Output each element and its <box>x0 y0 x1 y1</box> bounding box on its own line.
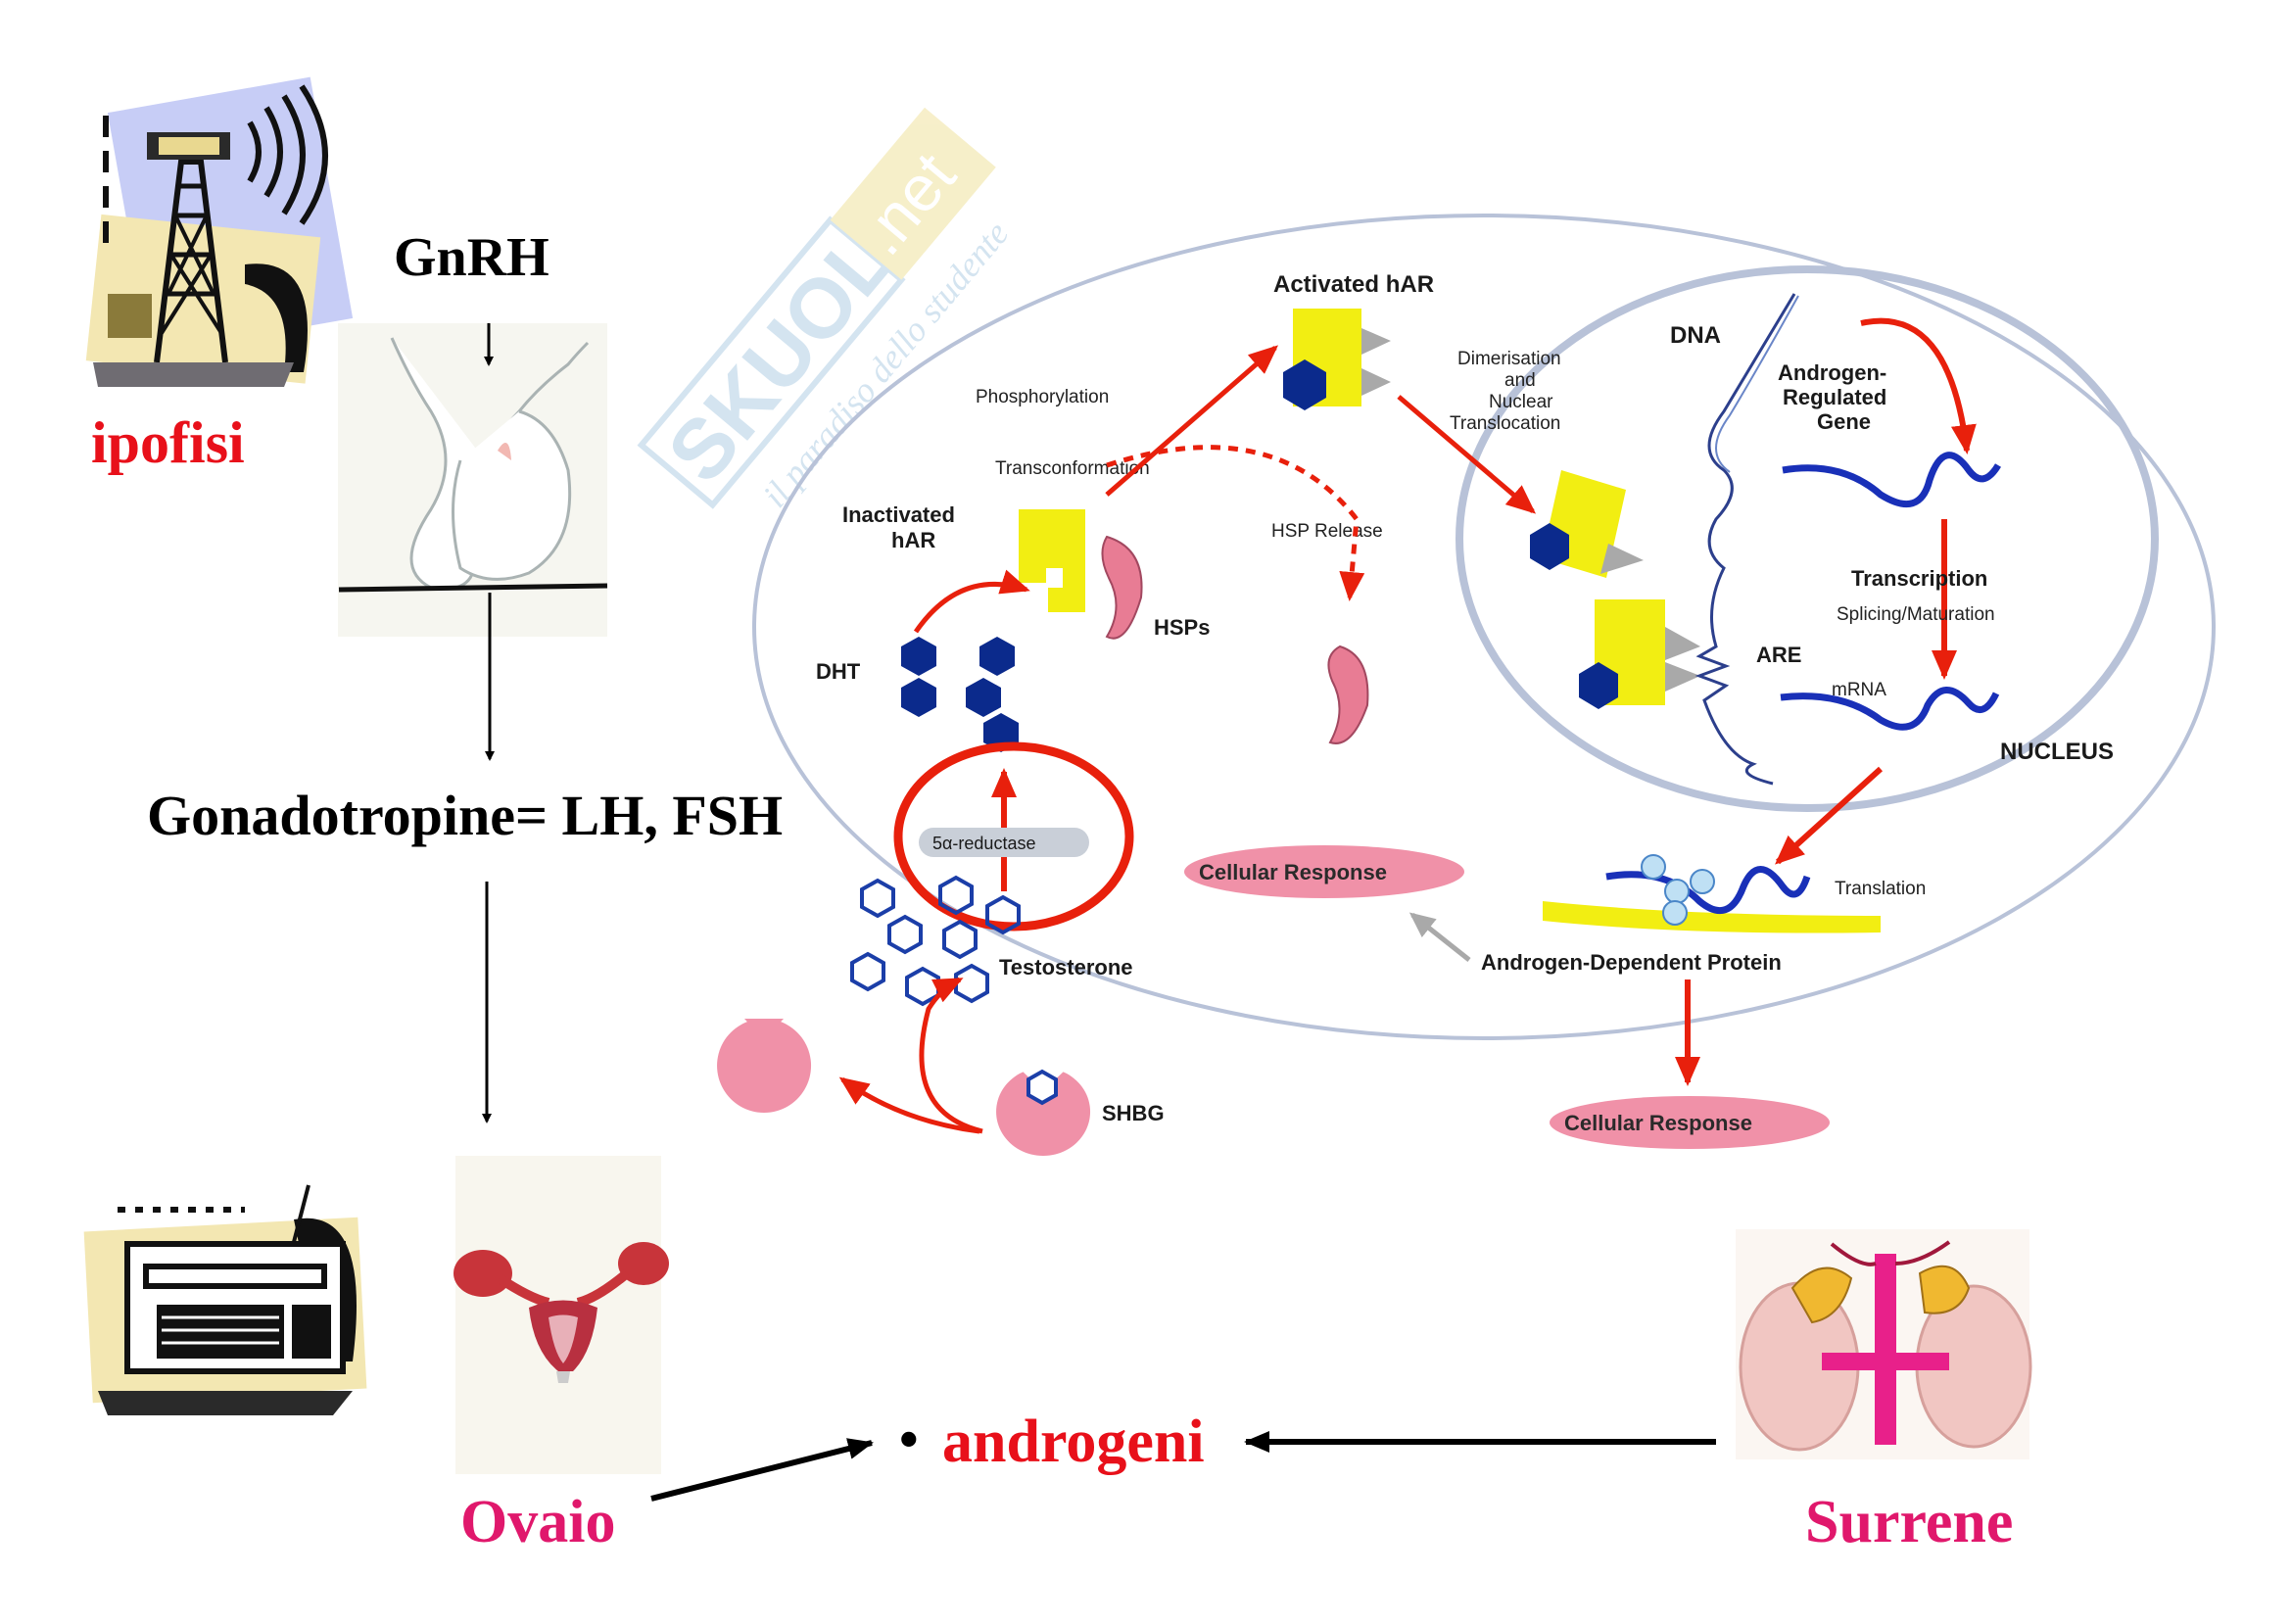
inactivated-har-label-2: hAR <box>891 528 935 552</box>
testosterone-hexagon <box>938 875 974 916</box>
translation-strand <box>1605 866 1811 914</box>
radio-icon <box>83 1184 367 1415</box>
mrna-strand <box>1780 687 2000 731</box>
shbg-label: SHBG <box>1102 1101 1165 1125</box>
shbg-free-arrow <box>838 1076 980 1134</box>
gene-activation-arrow <box>1860 317 1977 454</box>
dht-hexagon <box>979 637 1015 676</box>
testosterone-hexagon <box>887 914 923 955</box>
nucleus-label: NUCLEUS <box>2000 739 2114 765</box>
cellular-response-label-1: Cellular Response <box>1199 860 1387 884</box>
dht-bound-hexagon <box>1283 359 1326 410</box>
dht-hexagon <box>966 678 1001 717</box>
testosterone-molecules <box>850 875 1021 1007</box>
testosterone-hexagon <box>860 878 895 919</box>
androgeni-label: androgeni <box>942 1409 1205 1475</box>
protein-to-response-arrow <box>1408 912 1471 962</box>
dht-binding-arrow <box>913 569 1030 634</box>
activated-har-label: Activated hAR <box>1273 271 1434 298</box>
nuclear-dht-1 <box>1530 523 1569 570</box>
androgen-regulated-label-3: Gene <box>1817 409 1871 434</box>
surrene-label: Surrene <box>1805 1489 2013 1555</box>
androgen-dependent-protein-label: Androgen-Dependent Protein <box>1481 950 1782 975</box>
hsp-release-arrow <box>1106 445 1365 601</box>
androgeni-bullet: • <box>899 1409 919 1470</box>
gonadotropine-label: Gonadotropine= LH, FSH <box>147 784 783 847</box>
cellular-response-badge-2 <box>1550 1096 1830 1149</box>
activation-arrow <box>1105 345 1279 497</box>
nuclear-dht-2 <box>1579 662 1618 709</box>
shbg-bound-protein <box>996 1068 1091 1156</box>
androgen-receptor-pathway: Activated hAR Phosphorylation Transconfo… <box>717 214 2216 1156</box>
ribosome <box>1641 854 1666 880</box>
shbg-bound-testosterone <box>1026 1069 1058 1106</box>
ovary-uterus-illustration <box>453 1156 669 1474</box>
dht-molecules <box>901 637 1019 752</box>
transcription-label: Transcription <box>1851 566 1987 591</box>
inactivated-receptor <box>1019 509 1085 612</box>
ipofisi-label: ipofisi <box>91 410 245 475</box>
testosterone-hexagon <box>954 963 989 1004</box>
shbg-free-protein <box>717 1019 812 1114</box>
androgen-regulated-label-1: Androgen- <box>1778 360 1886 385</box>
reductase-pill <box>919 828 1089 857</box>
are-label: ARE <box>1756 643 1801 667</box>
dht-label: DHT <box>816 659 861 684</box>
testosterone-hexagon <box>942 919 978 960</box>
ovaio-label: Ovaio <box>460 1489 615 1555</box>
radio-tower-icon <box>85 76 354 387</box>
ribosomes <box>1641 854 1715 926</box>
dna-label: DNA <box>1670 322 1721 349</box>
translation-label: Translation <box>1835 879 1926 899</box>
ribosome <box>1662 900 1688 926</box>
hsps-label: HSPs <box>1154 615 1210 640</box>
shbg-release-arrow <box>919 977 983 1134</box>
mrna-label: mRNA <box>1832 680 1886 700</box>
gene-strand <box>1782 452 2002 507</box>
cellular-response-label-2: Cellular Response <box>1564 1111 1752 1135</box>
hsp-shape-1 <box>1101 535 1143 640</box>
ovaio-to-androgeni-arrow <box>650 1438 874 1502</box>
dht-hexagon <box>901 678 936 717</box>
dimerisation-label-1: Dimerisation <box>1457 349 1561 369</box>
ribosome <box>1664 879 1690 904</box>
testosterone-label: Testosterone <box>999 955 1133 979</box>
ribosome <box>1690 869 1715 894</box>
splicing-label: Splicing/Maturation <box>1837 604 1995 625</box>
dimerisation-label-3: Nuclear <box>1489 392 1553 412</box>
hsp-shape-2 <box>1327 645 1369 744</box>
hsp-release-label: HSP Release <box>1271 521 1383 542</box>
dna-strand <box>1694 293 1796 786</box>
reductase-label: 5α-reductase <box>932 834 1035 853</box>
androgen-regulated-label-2: Regulated <box>1783 385 1886 409</box>
ribosome-er-band <box>1543 901 1881 933</box>
cellular-response-badge-1 <box>1184 845 1464 898</box>
cell-membrane <box>752 214 2216 1040</box>
export-arrow <box>1775 766 1884 865</box>
dimerisation-label-2: and <box>1504 370 1536 391</box>
adrenal-kidney-illustration <box>1736 1229 2032 1459</box>
testosterone-hexagon <box>985 894 1021 935</box>
phosphorylation-label: Phosphorylation <box>976 387 1109 407</box>
dht-hexagon <box>901 637 936 676</box>
nucleus-membrane <box>1456 265 2159 812</box>
pituitary-illustration <box>338 323 608 637</box>
inactivated-har-label-1: Inactivated <box>842 502 955 527</box>
gnrh-label: GnRH <box>394 227 549 288</box>
translocation-arrow <box>1397 395 1537 514</box>
testosterone-hexagon <box>850 951 885 992</box>
dimerisation-label-4: Translocation <box>1450 413 1560 434</box>
